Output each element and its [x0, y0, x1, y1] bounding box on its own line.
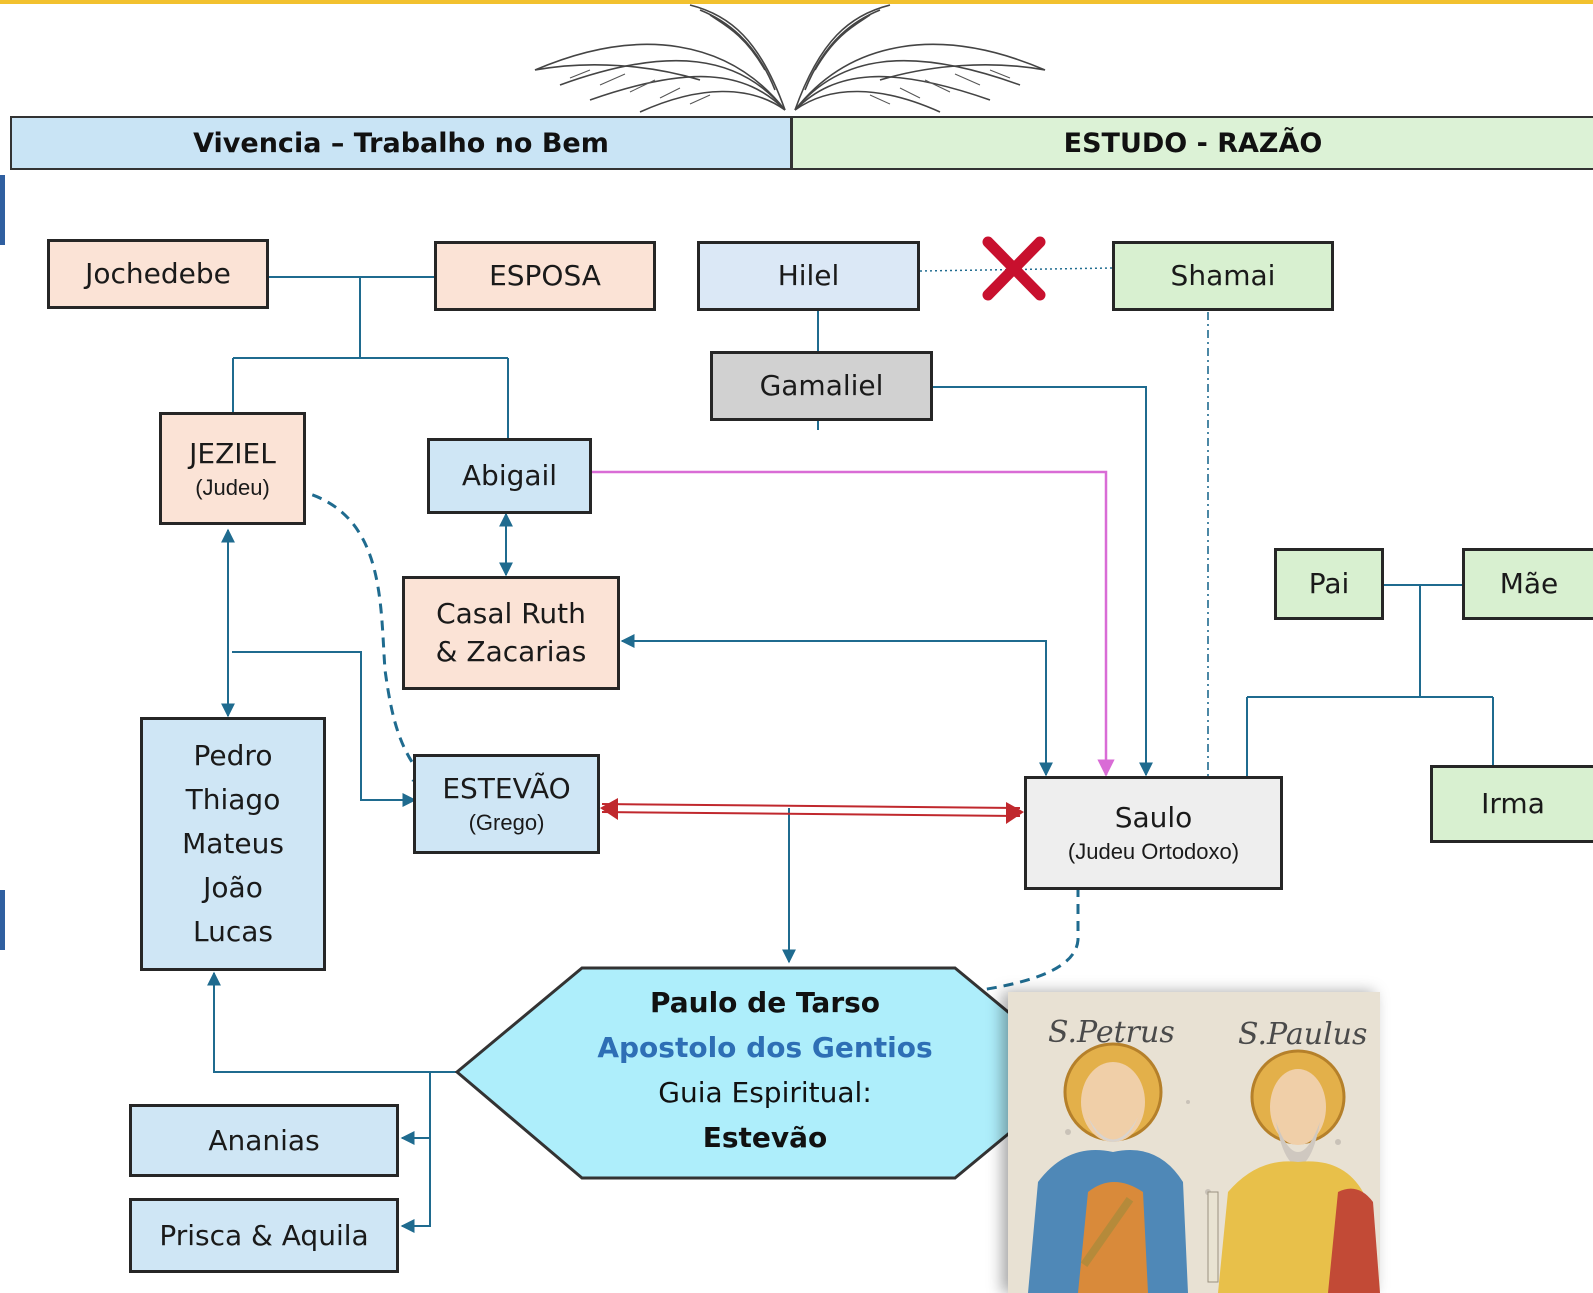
left-edge-stripe: [0, 175, 5, 245]
angel-wings-icon: [534, 4, 1046, 113]
children-line: [232, 277, 509, 438]
apostle-name: João: [203, 871, 263, 904]
node-saulo: Saulo (Judeu Ortodoxo): [1024, 776, 1283, 890]
casal-line-2: & Zacarias: [435, 635, 587, 668]
jeziel-origin: (Judeu): [195, 474, 270, 500]
saints-fresco-icon: S.Petrus S.Paulus: [1008, 992, 1380, 1293]
apostle-name: Thiago: [185, 783, 281, 816]
apostles-estevao-arrow: [232, 651, 417, 807]
node-irma: Irma: [1430, 765, 1593, 843]
band-estudo: ESTUDO - RAZÃO: [791, 116, 1593, 170]
paulo-title: Apostolo dos Gentios: [597, 1031, 933, 1064]
left-edge-stripe: [0, 890, 5, 950]
paulo-apostles-arrow: [207, 971, 457, 1073]
gamaliel-saulo-arrow: [932, 386, 1153, 777]
node-apostles: Pedro Thiago Mateus João Lucas: [140, 717, 326, 971]
paulo-guide-label: Guia Espiritual:: [658, 1076, 872, 1109]
saulo-casal-arrow: [620, 634, 1053, 777]
cross-icon: [982, 236, 1046, 301]
node-mae: Mãe: [1462, 548, 1593, 620]
band-vivencia: Vivencia – Trabalho no Bem: [10, 116, 792, 170]
paulo-text: Paulo de Tarso Apostolo dos Gentios Guia…: [500, 980, 1030, 1160]
node-casal-ruth-zacarias: Casal Ruth & Zacarias: [402, 576, 620, 690]
saulo-name: Saulo: [1114, 801, 1193, 835]
node-esposa: ESPOSA: [434, 241, 656, 311]
node-ananias: Ananias: [129, 1104, 399, 1177]
apostle-name: Mateus: [182, 827, 284, 860]
fresco-caption-paulus: S.Paulus: [1238, 1017, 1367, 1052]
paulo-guide-name: Estevão: [702, 1121, 828, 1154]
node-estevao: ESTEVÃO (Grego): [413, 754, 600, 854]
estevao-saulo-red-arrow: [600, 798, 1024, 824]
paulo-name: Paulo de Tarso: [649, 986, 881, 1019]
jeziel-name: JEZIEL: [189, 436, 276, 470]
node-jeziel: JEZIEL (Judeu): [159, 412, 306, 525]
jeziel-estevao-dashed: [295, 488, 434, 789]
paulo-ananias-arrow: [400, 1072, 431, 1145]
apostle-name: Lucas: [193, 915, 273, 948]
estevao-origin: (Grego): [468, 810, 545, 836]
node-pai: Pai: [1274, 548, 1384, 620]
node-gamaliel: Gamaliel: [710, 351, 933, 421]
apostle-name: Pedro: [193, 739, 273, 772]
top-accent-bar: [0, 0, 1593, 4]
node-abigail: Abigail: [427, 438, 592, 514]
saulo-origin: (Judeu Ortodoxo): [1067, 839, 1240, 865]
node-hilel: Hilel: [697, 241, 920, 311]
node-jochedebe: Jochedebe: [47, 239, 269, 309]
estevao-name: ESTEVÃO: [442, 772, 571, 806]
node-shamai: Shamai: [1112, 241, 1334, 311]
parents-line: [1246, 584, 1494, 776]
fresco-image: S.Petrus S.Paulus: [1008, 992, 1380, 1293]
paulo-prisca-arrow: [400, 1138, 431, 1233]
casal-line-1: Casal Ruth: [436, 597, 586, 631]
saulo-paulo-dashed: [907, 870, 1080, 1007]
abigail-saulo-arrow: [592, 470, 1115, 777]
node-prisca-aquila: Prisca & Aquila: [129, 1198, 399, 1273]
